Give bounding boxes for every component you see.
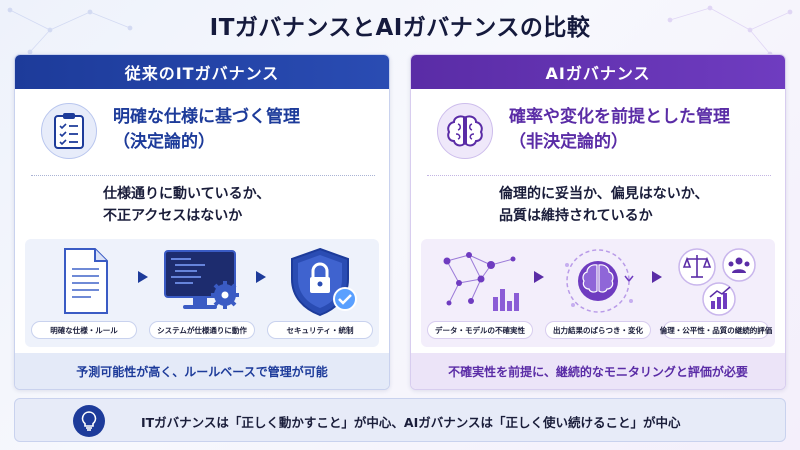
it-headline: 明確な仕様に基づく管理 （決定論的） bbox=[15, 99, 389, 169]
it-flow-step: セキュリティ・統制 bbox=[265, 239, 375, 347]
brain-icon bbox=[437, 103, 493, 159]
it-panel-header: 従来のITガバナンス bbox=[15, 55, 389, 89]
scales-people-chart-icon bbox=[678, 248, 756, 316]
ai-flow: データ・モデルの不確実性 出力結果のばらつき・変化 bbox=[421, 239, 775, 347]
it-flow: 明確な仕様・ルール bbox=[25, 239, 379, 347]
ai-step-label: 倫理・公平性・品質の継続的評価 bbox=[660, 321, 772, 339]
ai-flow-step: 倫理・公平性・品質の継続的評価 bbox=[660, 239, 772, 347]
it-flow-step: システムが仕様通りに動作 bbox=[147, 239, 257, 347]
it-governance-panel: 従来のITガバナンス 明確な仕様に基づく管理 （決定論的） 仕様通りに動いている… bbox=[14, 54, 390, 390]
monitor-gear-icon bbox=[164, 250, 239, 309]
it-question: 仕様通りに動いているか、 不正アクセスはないか bbox=[103, 183, 383, 227]
ai-headline-line1: 確率や変化を前提とした管理 bbox=[509, 107, 730, 127]
it-question-line2: 不正アクセスはないか bbox=[103, 208, 243, 224]
ai-panel-footer: 不確実性を前提に、継続的なモニタリングと評価が必要 bbox=[411, 353, 785, 389]
data-network-icon bbox=[443, 252, 519, 311]
arrow-right-icon bbox=[534, 271, 544, 283]
ai-panel-header: AIガバナンス bbox=[411, 55, 785, 89]
ai-flow-step: データ・モデルの不確実性 bbox=[425, 239, 535, 347]
ai-question: 倫理的に妥当か、偏見はないか、 品質は維持されているか bbox=[499, 183, 779, 227]
ai-governance-panel: AIガバナンス 確率や変化を前提とした管理 （非決定論的） 倫理的に妥当か、偏見… bbox=[410, 54, 786, 390]
ai-headline-text: 確率や変化を前提とした管理 （非決定論的） bbox=[509, 105, 779, 155]
ai-flow-step: 出力結果のばらつき・変化 bbox=[543, 239, 653, 347]
ai-step-label: データ・モデルの不確実性 bbox=[427, 321, 533, 339]
shield-lock-icon bbox=[291, 247, 357, 317]
lightbulb-icon bbox=[73, 405, 105, 437]
it-step-label: セキュリティ・統制 bbox=[267, 321, 373, 339]
it-divider bbox=[31, 175, 375, 176]
it-headline-text: 明確な仕様に基づく管理 （決定論的） bbox=[113, 105, 383, 155]
network-decoration-icon bbox=[7, 7, 133, 55]
arrow-right-icon bbox=[138, 271, 148, 283]
summary-bar: ITガバナンスは「正しく動かすこと」が中心、AIガバナンスは「正しく使い続けるこ… bbox=[14, 398, 786, 442]
it-step-label: 明確な仕様・ルール bbox=[31, 321, 137, 339]
it-flow-step: 明確な仕様・ルール bbox=[29, 239, 139, 347]
arrow-right-icon bbox=[652, 271, 662, 283]
ai-divider bbox=[427, 175, 771, 176]
it-headline-line2: （決定論的） bbox=[113, 132, 215, 152]
it-step-label: システムが仕様通りに動作 bbox=[149, 321, 255, 339]
ai-question-line1: 倫理的に妥当か、偏見はないか、 bbox=[499, 186, 709, 202]
summary-text: ITガバナンスは「正しく動かすこと」が中心、AIガバナンスは「正しく使い続けるこ… bbox=[141, 414, 681, 430]
ai-step-label: 出力結果のばらつき・変化 bbox=[545, 321, 651, 339]
arrow-right-icon bbox=[256, 271, 266, 283]
brain-cycle-icon bbox=[565, 249, 634, 313]
ai-question-line2: 品質は維持されているか bbox=[499, 208, 653, 224]
page-title: ITガバナンスとAIガバナンスの比較 bbox=[209, 15, 591, 41]
ai-headline-line2: （非決定論的） bbox=[509, 132, 628, 152]
it-panel-footer: 予測可能性が高く、ルールベースで管理が可能 bbox=[15, 353, 389, 389]
document-icon bbox=[64, 248, 108, 314]
clipboard-checklist-icon bbox=[41, 103, 97, 159]
it-question-line1: 仕様通りに動いているか、 bbox=[103, 186, 271, 202]
it-headline-line1: 明確な仕様に基づく管理 bbox=[113, 107, 300, 127]
ai-headline: 確率や変化を前提とした管理 （非決定論的） bbox=[411, 99, 785, 169]
